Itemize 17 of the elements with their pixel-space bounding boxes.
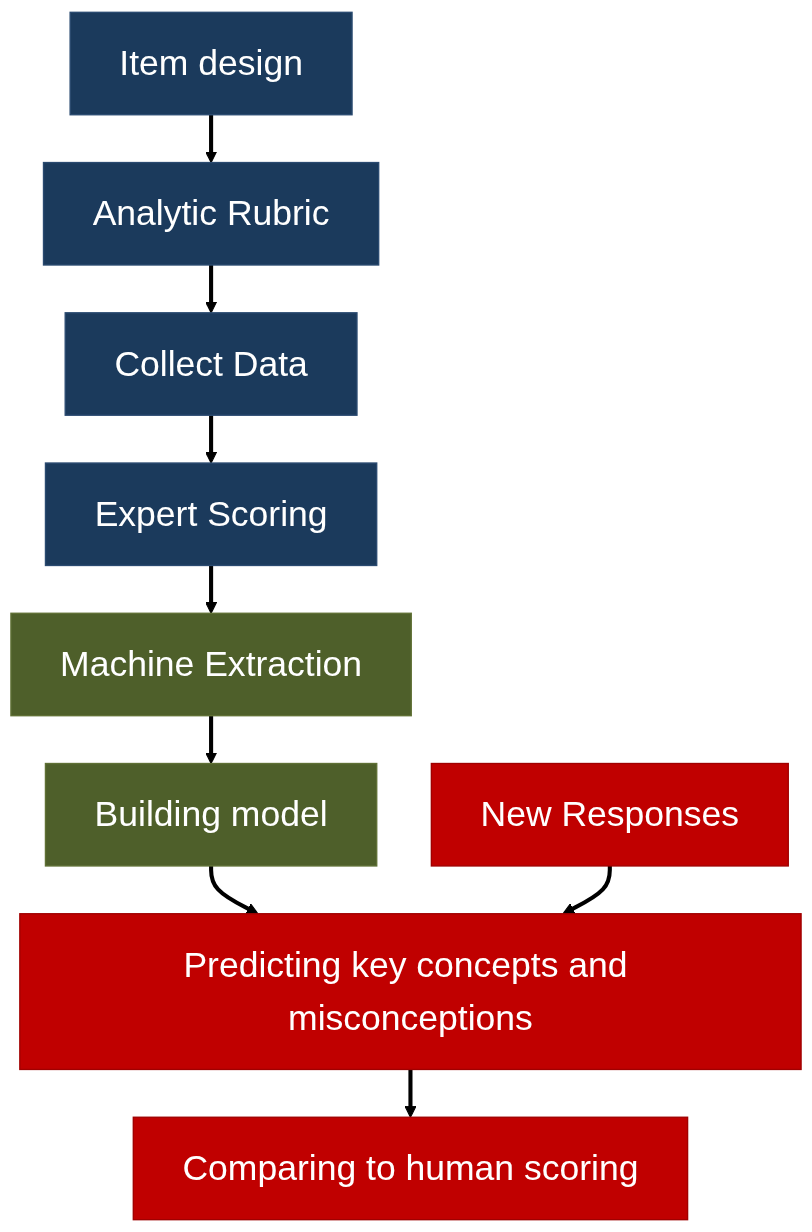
node-box [44, 762, 378, 867]
node-box [10, 612, 412, 717]
node-box [19, 913, 802, 1071]
arrow [205, 265, 218, 314]
node-box [44, 462, 378, 567]
arrow [205, 415, 218, 464]
arrow [205, 715, 218, 765]
node-box [42, 161, 380, 266]
node-box [69, 11, 353, 116]
arrow [205, 114, 218, 164]
arrow [209, 865, 259, 915]
arrow [404, 1069, 417, 1118]
arrow [205, 565, 218, 614]
node-box [64, 312, 358, 416]
node-box [132, 1116, 689, 1221]
arrow [562, 865, 612, 915]
node-box [430, 762, 789, 867]
